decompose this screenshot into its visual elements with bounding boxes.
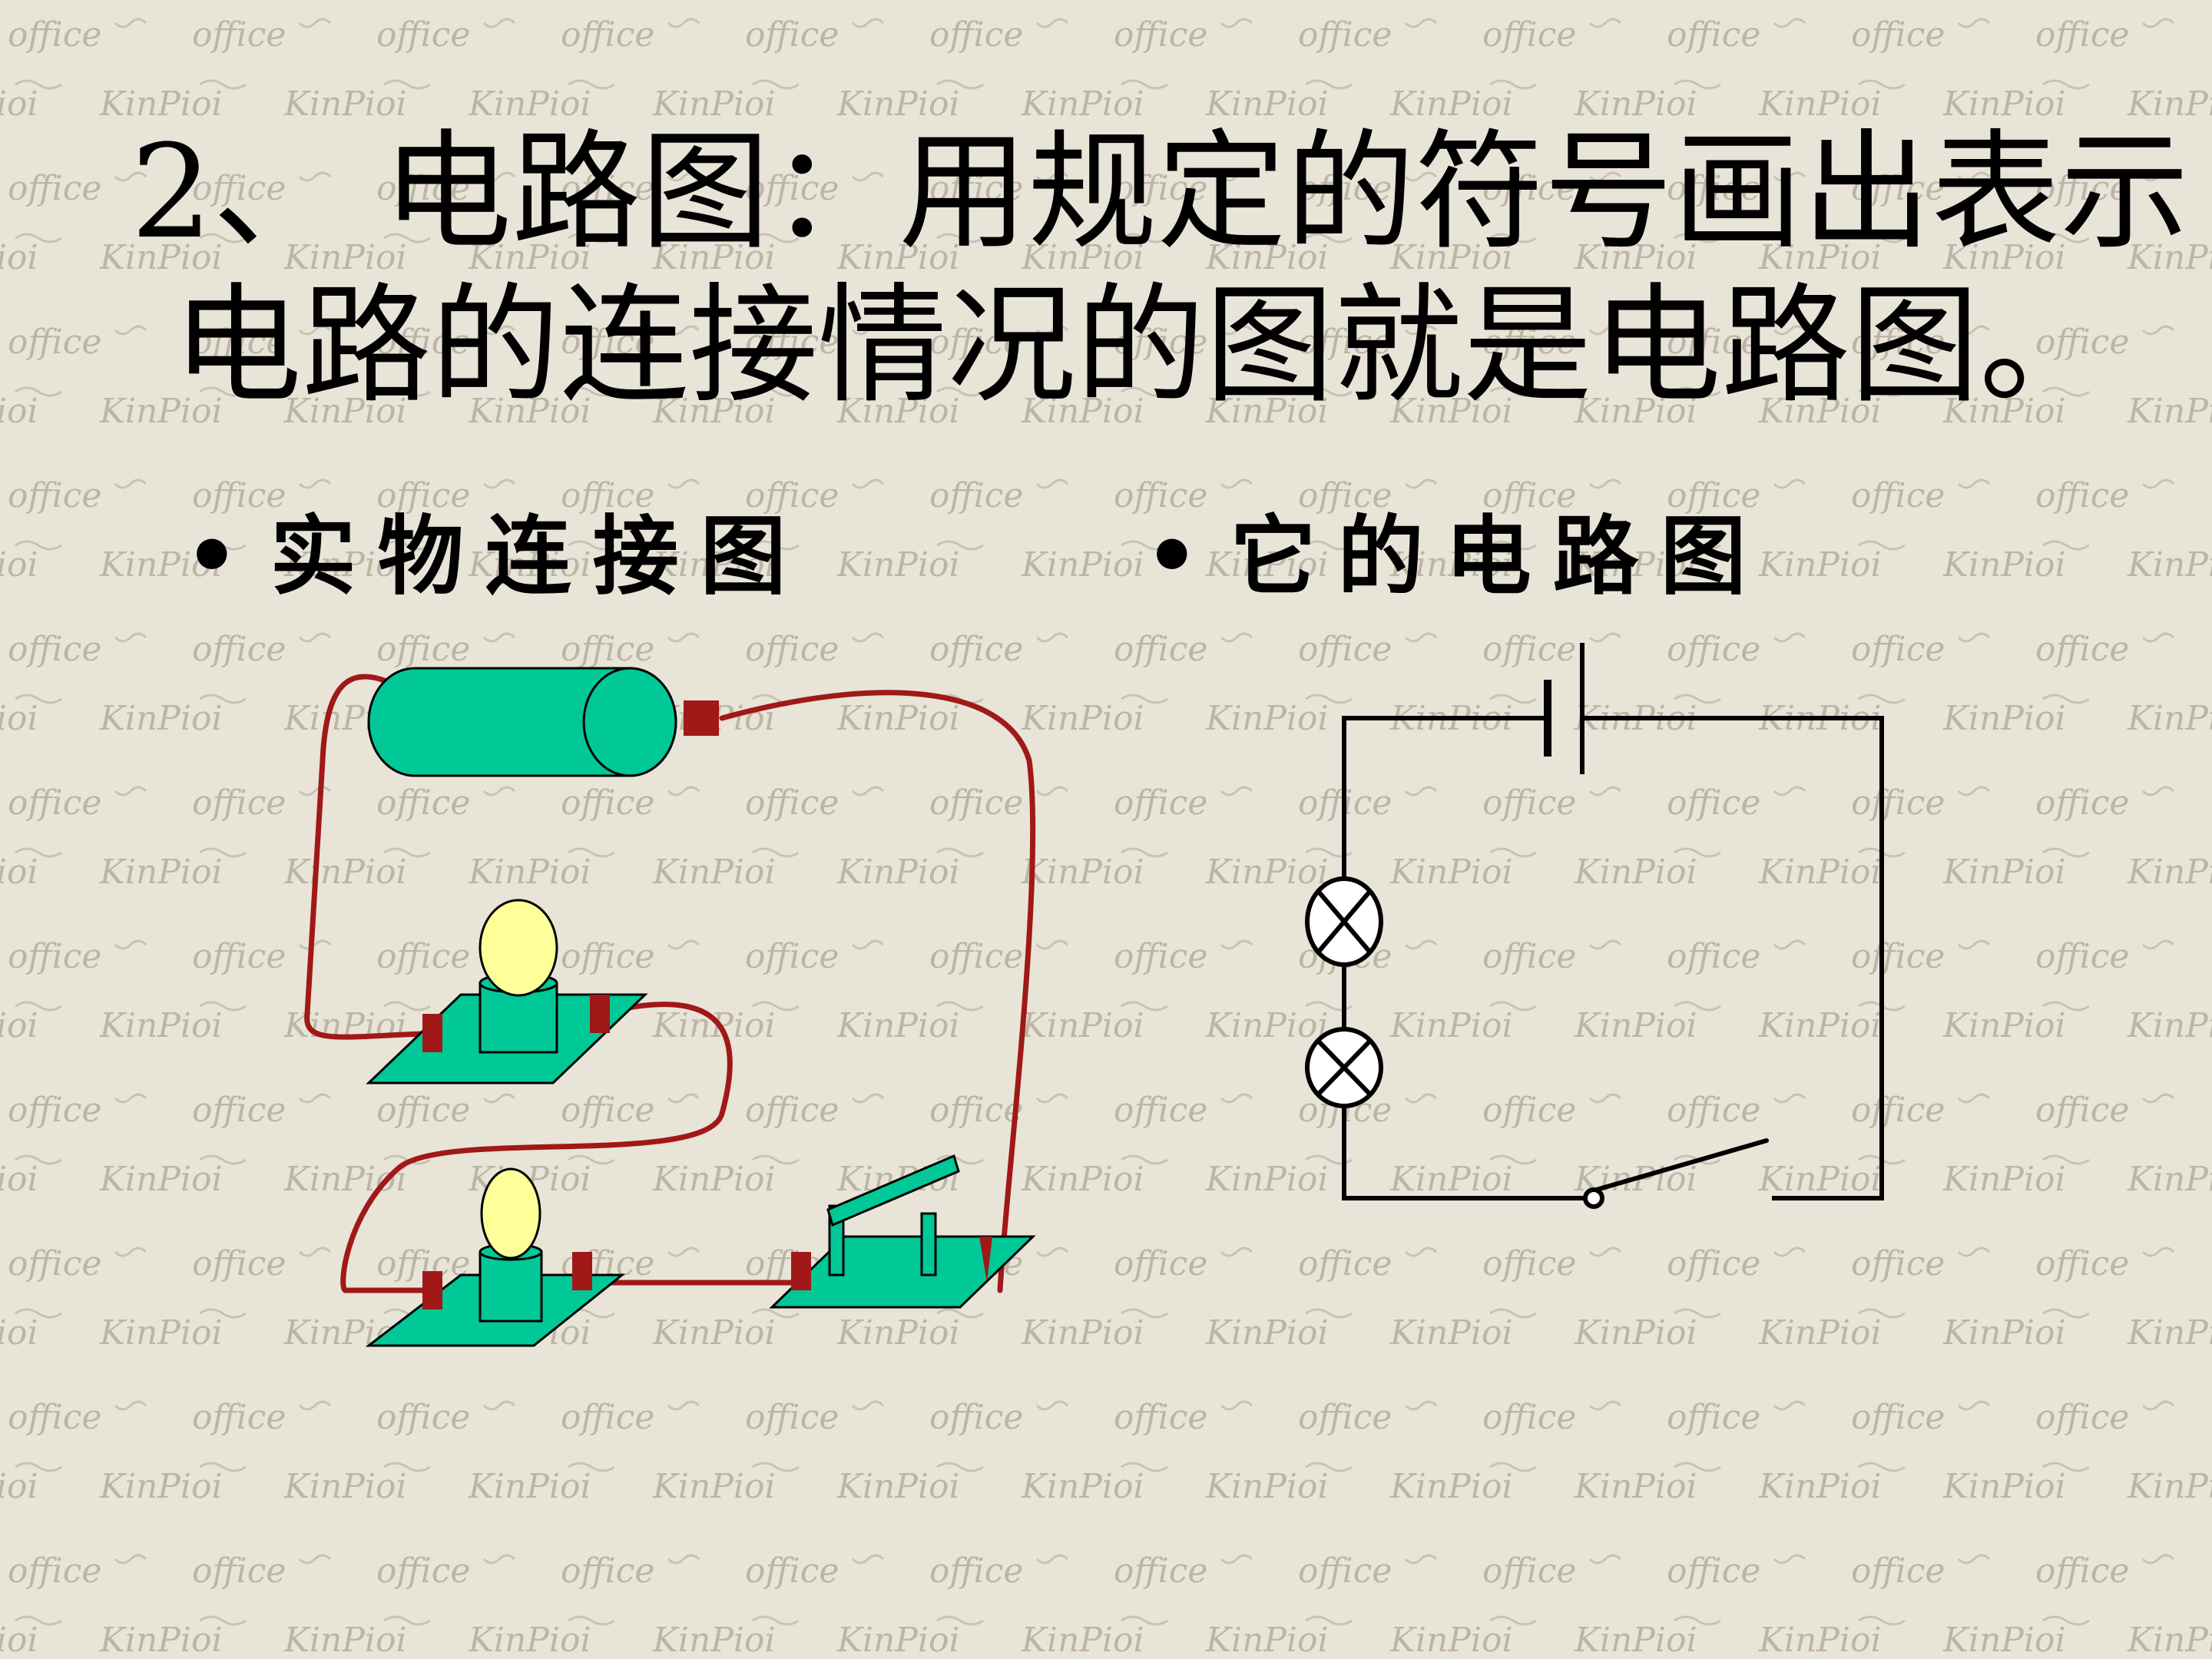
bullet-label: 它的电路图	[1230, 507, 1768, 607]
lamp-symbol-icon	[1305, 1027, 1383, 1108]
wire-top-right	[1580, 716, 1884, 1200]
cell-symbol-icon	[1544, 643, 1584, 774]
light-bulb-icon	[365, 1167, 626, 1347]
title-line-1: 2、 电路图：用规定的符号画出表示	[131, 117, 2190, 267]
wire-bulb1-to-bulb2	[340, 1002, 733, 1293]
bullet-physical-diagram: • 实物连接图	[184, 499, 808, 614]
knife-switch-icon	[769, 1154, 1036, 1309]
light-bulb-icon	[366, 899, 648, 1084]
battery-icon	[367, 667, 719, 777]
bullet-marker: •	[184, 507, 240, 607]
bullet-circuit-diagram: • 它的电路图	[1144, 499, 1768, 614]
bullet-label: 实物连接图	[270, 507, 808, 607]
wire-left-bottom	[1342, 1104, 1588, 1200]
wire-battery-to-bulb1	[304, 674, 426, 1040]
lamp-symbol-icon	[1305, 876, 1383, 967]
title-line-2: 电路的连接情况的图就是电路图。	[173, 270, 2108, 421]
circuit-schematic	[1305, 643, 1884, 1209]
bullet-marker: •	[1144, 507, 1200, 607]
switch-symbol-icon	[1583, 1138, 1769, 1209]
wires	[304, 674, 1036, 1293]
slide-title: 2、 电路图：用规定的符号画出表示 电路的连接情况的图就是电路图。	[131, 115, 2190, 422]
physical-connection-diagram	[304, 667, 1036, 1347]
wire-battery-to-switch	[719, 690, 1036, 1293]
